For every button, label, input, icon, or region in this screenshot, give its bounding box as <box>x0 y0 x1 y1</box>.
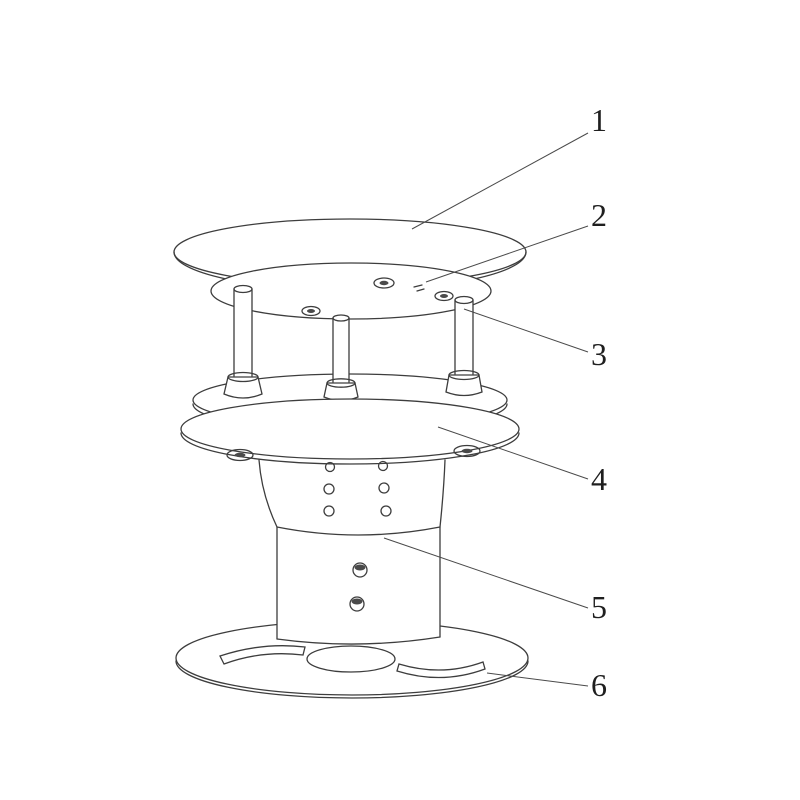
vent-hole <box>380 505 392 517</box>
base-center-hole <box>306 645 396 673</box>
post-top <box>454 295 474 305</box>
body-bottom-edge <box>276 636 441 645</box>
hole-outline <box>352 562 368 578</box>
body-screw-hole-upper <box>352 562 368 578</box>
post-sides <box>332 317 350 383</box>
hole-center <box>307 309 315 313</box>
body-seam <box>276 526 441 536</box>
collar-top <box>326 378 356 388</box>
support-post-middle <box>323 314 359 402</box>
callout-3-leader <box>463 308 589 353</box>
screw-slot <box>379 280 389 286</box>
post-sides <box>233 288 253 377</box>
callout-6-label: 6 <box>591 667 607 703</box>
cap-screw <box>373 277 425 292</box>
callout-1-label: 1 <box>591 102 607 138</box>
base-slot-right <box>396 661 486 679</box>
boss-outline <box>453 444 481 458</box>
boss-hole <box>461 448 473 454</box>
callout-6-leader <box>486 672 589 687</box>
plate-boss-left <box>226 448 254 462</box>
underside-hole-left <box>301 305 321 317</box>
transducer-collar <box>223 376 263 399</box>
hole-outline <box>434 290 454 302</box>
vent-hole <box>324 461 336 473</box>
hole-shadow <box>354 564 366 571</box>
boss-outline <box>226 448 254 462</box>
support-post-right <box>445 295 483 397</box>
callout-3-label: 3 <box>591 336 607 372</box>
hole-outline <box>301 305 321 317</box>
sensor-body <box>258 459 446 645</box>
post-body-fill <box>455 300 473 374</box>
body-fill <box>259 460 445 645</box>
lower-plate-surface <box>180 398 520 460</box>
base-plate-rim <box>175 660 529 699</box>
cap-underside-plate <box>210 262 492 320</box>
engraving-marks <box>413 284 425 292</box>
body-screw-hole-lower <box>349 596 365 612</box>
underside-hole-right <box>434 290 454 302</box>
hole-center <box>440 294 448 298</box>
post-body-fill <box>333 318 349 382</box>
callout-5-leader <box>383 537 589 609</box>
vent-hole <box>378 482 390 494</box>
boss-hole <box>234 452 246 458</box>
underside-plate-surface <box>210 262 492 320</box>
post-top <box>332 314 350 322</box>
callout-labels: 1 2 3 4 5 6 <box>591 102 607 703</box>
callout-2-leader <box>425 225 589 283</box>
post-top <box>233 284 253 294</box>
vent-hole <box>377 460 389 472</box>
lower-reflector-plate <box>180 398 520 465</box>
callout-1-leader <box>411 132 589 230</box>
callout-4-leader <box>437 426 589 480</box>
collar-top <box>227 371 259 383</box>
callout-4-label: 4 <box>591 461 607 497</box>
vent-hole <box>323 505 335 517</box>
lower-plate-rim <box>180 432 520 465</box>
hole-outline <box>349 596 365 612</box>
base-plate-details <box>219 645 486 679</box>
transducer-collar <box>445 374 483 397</box>
support-post-left <box>223 284 263 399</box>
hole-shadow <box>351 598 363 605</box>
callout-2-label: 2 <box>591 197 607 233</box>
callout-5-label: 5 <box>591 589 607 625</box>
collar-top <box>448 369 480 381</box>
plate-boss-right <box>453 444 481 458</box>
callout-leaders <box>383 132 589 687</box>
screw-head-outline <box>373 277 395 289</box>
vent-hole <box>323 483 335 495</box>
base-slot-left <box>219 645 306 665</box>
post-body-fill <box>234 289 252 376</box>
